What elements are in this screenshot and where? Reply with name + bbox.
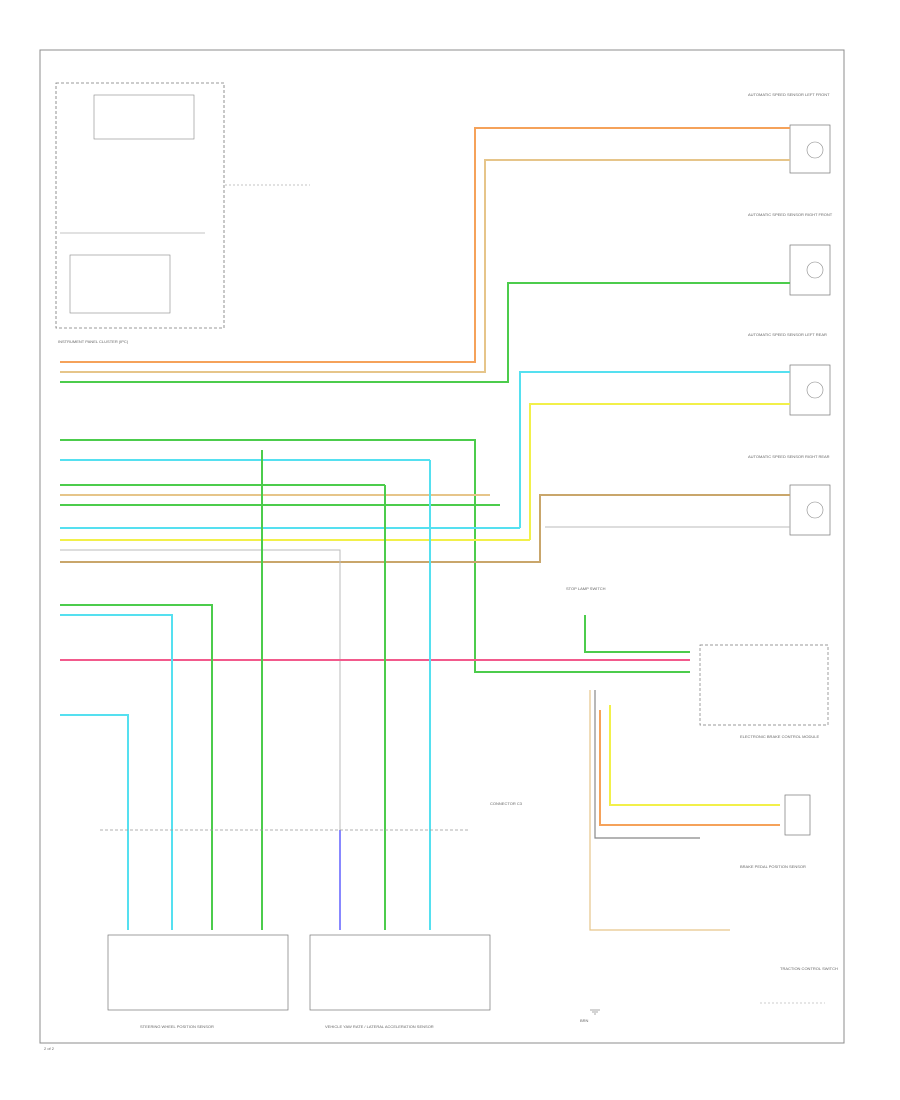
- cluster-label: INSTRUMENT PANEL CLUSTER (IPC): [58, 339, 129, 344]
- right-front-sensor-box: [789, 244, 831, 296]
- wire-green-1: [60, 282, 790, 383]
- wire-tan-1: [60, 159, 790, 373]
- wire-brown-1: [60, 494, 790, 563]
- cluster-module-box: [69, 254, 171, 314]
- bottom-right-label: VEHICLE YAW RATE / LATERAL ACCELERATION …: [325, 1024, 434, 1029]
- sensor-inner-circles: [806, 141, 824, 519]
- right-front-sensor-label: AUTOMATIC SPEED SENSOR RIGHT FRONT: [748, 212, 833, 217]
- wiring-lines: [60, 127, 790, 931]
- left-rear-sensor-label: AUTOMATIC SPEED SENSOR LEFT REAR: [748, 332, 827, 337]
- wire-orange-1: [60, 127, 790, 363]
- page-number: 2 of 2: [44, 1046, 55, 1051]
- brake-switch-box: [784, 794, 811, 836]
- diagram-frame: [39, 49, 845, 1044]
- brake-switch-label: BRAKE PEDAL POSITION SENSOR: [740, 864, 806, 869]
- wire-cyan-drop-1: [60, 714, 129, 930]
- wire-yellow-ebcm: [609, 705, 780, 806]
- cluster-inner-box: [93, 94, 195, 140]
- wire-gray-1: [60, 549, 341, 830]
- ebcm-label: ELECTRONIC BRAKE CONTROL MODULE: [740, 734, 820, 739]
- right-rear-sensor-box: [789, 484, 831, 536]
- bottom-note: BRN: [580, 1018, 589, 1023]
- wire-gray-ebcm: [594, 690, 700, 839]
- left-front-sensor-box: [789, 124, 831, 174]
- wire-yellow-1: [529, 403, 790, 540]
- wire-tan-ebcm: [589, 690, 730, 931]
- connector-label: CONNECTOR C3: [490, 801, 523, 806]
- ebcm-box: [699, 644, 829, 726]
- wire-green-ebcm: [584, 615, 690, 653]
- ground-symbols: [590, 1002, 825, 1015]
- right-rear-sensor-label: AUTOMATIC SPEED SENSOR RIGHT REAR: [748, 454, 830, 459]
- left-rear-sensor-box: [789, 364, 831, 416]
- wire-orange-ebcm: [599, 710, 780, 826]
- bottom-right-module: [309, 934, 491, 1011]
- traction-switch-label: TRACTION CONTROL SWITCH: [780, 966, 838, 971]
- left-front-sensor-label: AUTOMATIC SPEED SENSOR LEFT FRONT: [748, 92, 830, 97]
- bottom-left-label: STEERING WHEEL POSITION SENSOR: [140, 1024, 214, 1029]
- stop-lamp-label: STOP LAMP SWITCH: [566, 586, 606, 591]
- wire-green-drop-1: [60, 604, 213, 930]
- bottom-modules: [107, 934, 491, 1011]
- cluster-box: [55, 82, 225, 329]
- wire-cyan-1: [519, 371, 790, 528]
- wire-green-2: [60, 439, 690, 673]
- wire-cyan-drop-2: [60, 614, 173, 930]
- bottom-left-module: [107, 934, 289, 1011]
- sensor-boxes: [699, 124, 831, 836]
